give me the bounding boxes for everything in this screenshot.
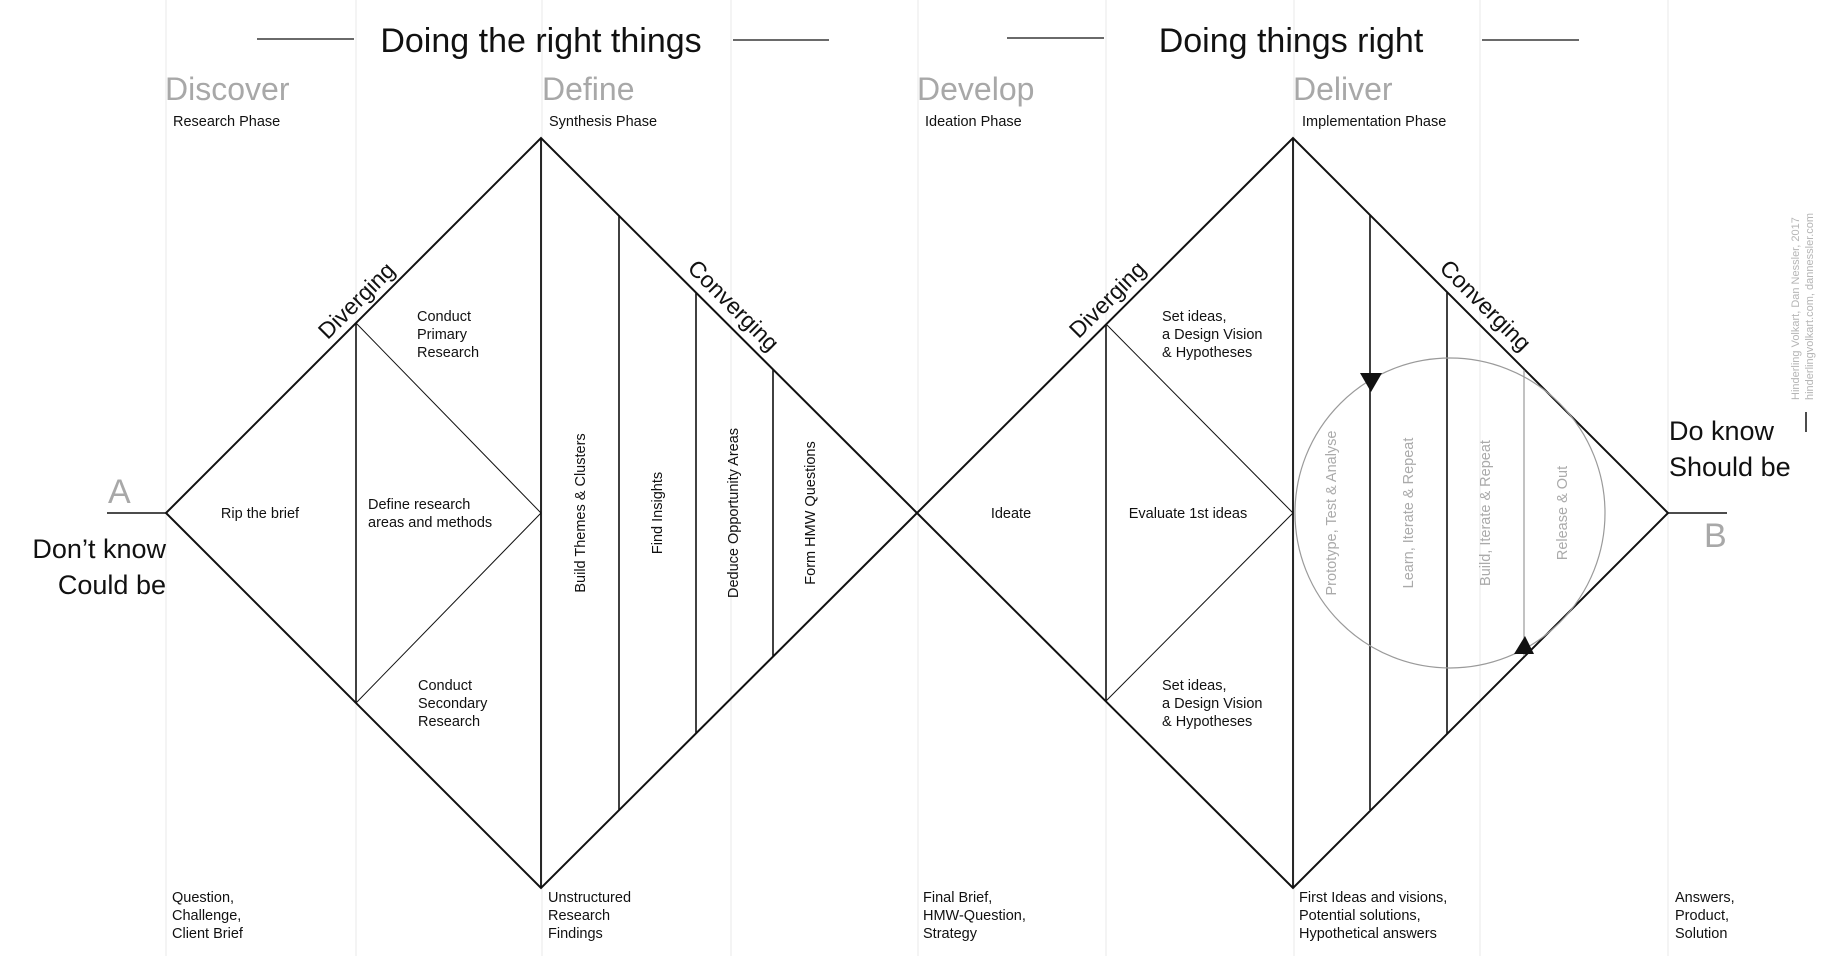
diverging-label-2: Diverging (1064, 256, 1151, 343)
start-dont-know: Don’t know (32, 534, 166, 564)
strip-build-themes-clusters: Build Themes & Clusters (573, 433, 589, 592)
cycle-release-out: Release & Out (1555, 466, 1571, 560)
ideate: Ideate (991, 506, 1031, 522)
end-letter-b: B (1704, 517, 1727, 555)
set-ideas-top: Set ideas, a Design Vision & Hypotheses (1162, 309, 1267, 361)
strip-deduce-opportunity-areas: Deduce Opportunity Areas (726, 428, 742, 598)
phase-subtitle-research: Research Phase (173, 114, 280, 130)
phase-name-develop: Develop (917, 71, 1034, 107)
output-first-ideas: First Ideas and visions, Potential solut… (1299, 890, 1451, 942)
phase-subtitle-implementation: Implementation Phase (1302, 114, 1446, 130)
credit-line-1: Hinderling Volkart, Dan Nessler, 2017 (1790, 217, 1802, 400)
cycle-prototype-test-analyse: Prototype, Test & Analyse (1324, 431, 1340, 596)
end-do-know: Do know (1669, 416, 1775, 446)
cycle-build-iterate-repeat: Build, Iterate & Repeat (1478, 440, 1494, 586)
cycle-arrow-up-icon (1514, 636, 1534, 654)
strip-find-insights: Find Insights (650, 472, 666, 554)
iteration-cycle (1294, 357, 1606, 669)
header-doing-things-right: Doing things right (1159, 22, 1424, 60)
phase-name-deliver: Deliver (1293, 71, 1393, 107)
background-grid (165, 0, 1669, 956)
output-final-brief: Final Brief, HMW-Question, Strategy (923, 890, 1030, 942)
phase-subtitle-synthesis: Synthesis Phase (549, 114, 657, 130)
header-doing-the-right-things: Doing the right things (380, 22, 701, 60)
phase-subtitle-ideation: Ideation Phase (925, 114, 1022, 130)
phase-name-discover: Discover (165, 71, 290, 107)
rip-the-brief: Rip the brief (221, 506, 300, 522)
converging-label-1: Converging (683, 255, 785, 357)
cycle-learn-iterate-repeat: Learn, Iterate & Repeat (1401, 438, 1417, 589)
output-solution: Answers, Product, Solution (1675, 890, 1739, 942)
conduct-secondary-research: Conduct Secondary Research (418, 678, 491, 730)
conduct-primary-research: Conduct Primary Research (417, 309, 479, 361)
converging-label-2: Converging (1435, 255, 1537, 357)
end-should-be: Should be (1669, 452, 1791, 482)
start-could-be: Could be (58, 570, 166, 600)
strip-form-hmw-questions: Form HMW Questions (803, 441, 819, 584)
diamond-2 (915, 136, 1670, 890)
credit-line-2: hinderlingvolkart.com, dannessler.com (1804, 213, 1816, 400)
cycle-arrow-down-icon (1360, 373, 1382, 392)
define-research-areas: Define research areas and methods (368, 497, 492, 531)
phase-name-define: Define (542, 71, 635, 107)
output-research-findings: Unstructured Research Findings (548, 890, 635, 942)
evaluate-first-ideas: Evaluate 1st ideas (1129, 506, 1248, 522)
set-ideas-bottom: Set ideas, a Design Vision & Hypotheses (1162, 678, 1267, 730)
start-letter-a: A (108, 473, 131, 511)
output-client-brief: Question, Challenge, Client Brief (172, 890, 245, 942)
